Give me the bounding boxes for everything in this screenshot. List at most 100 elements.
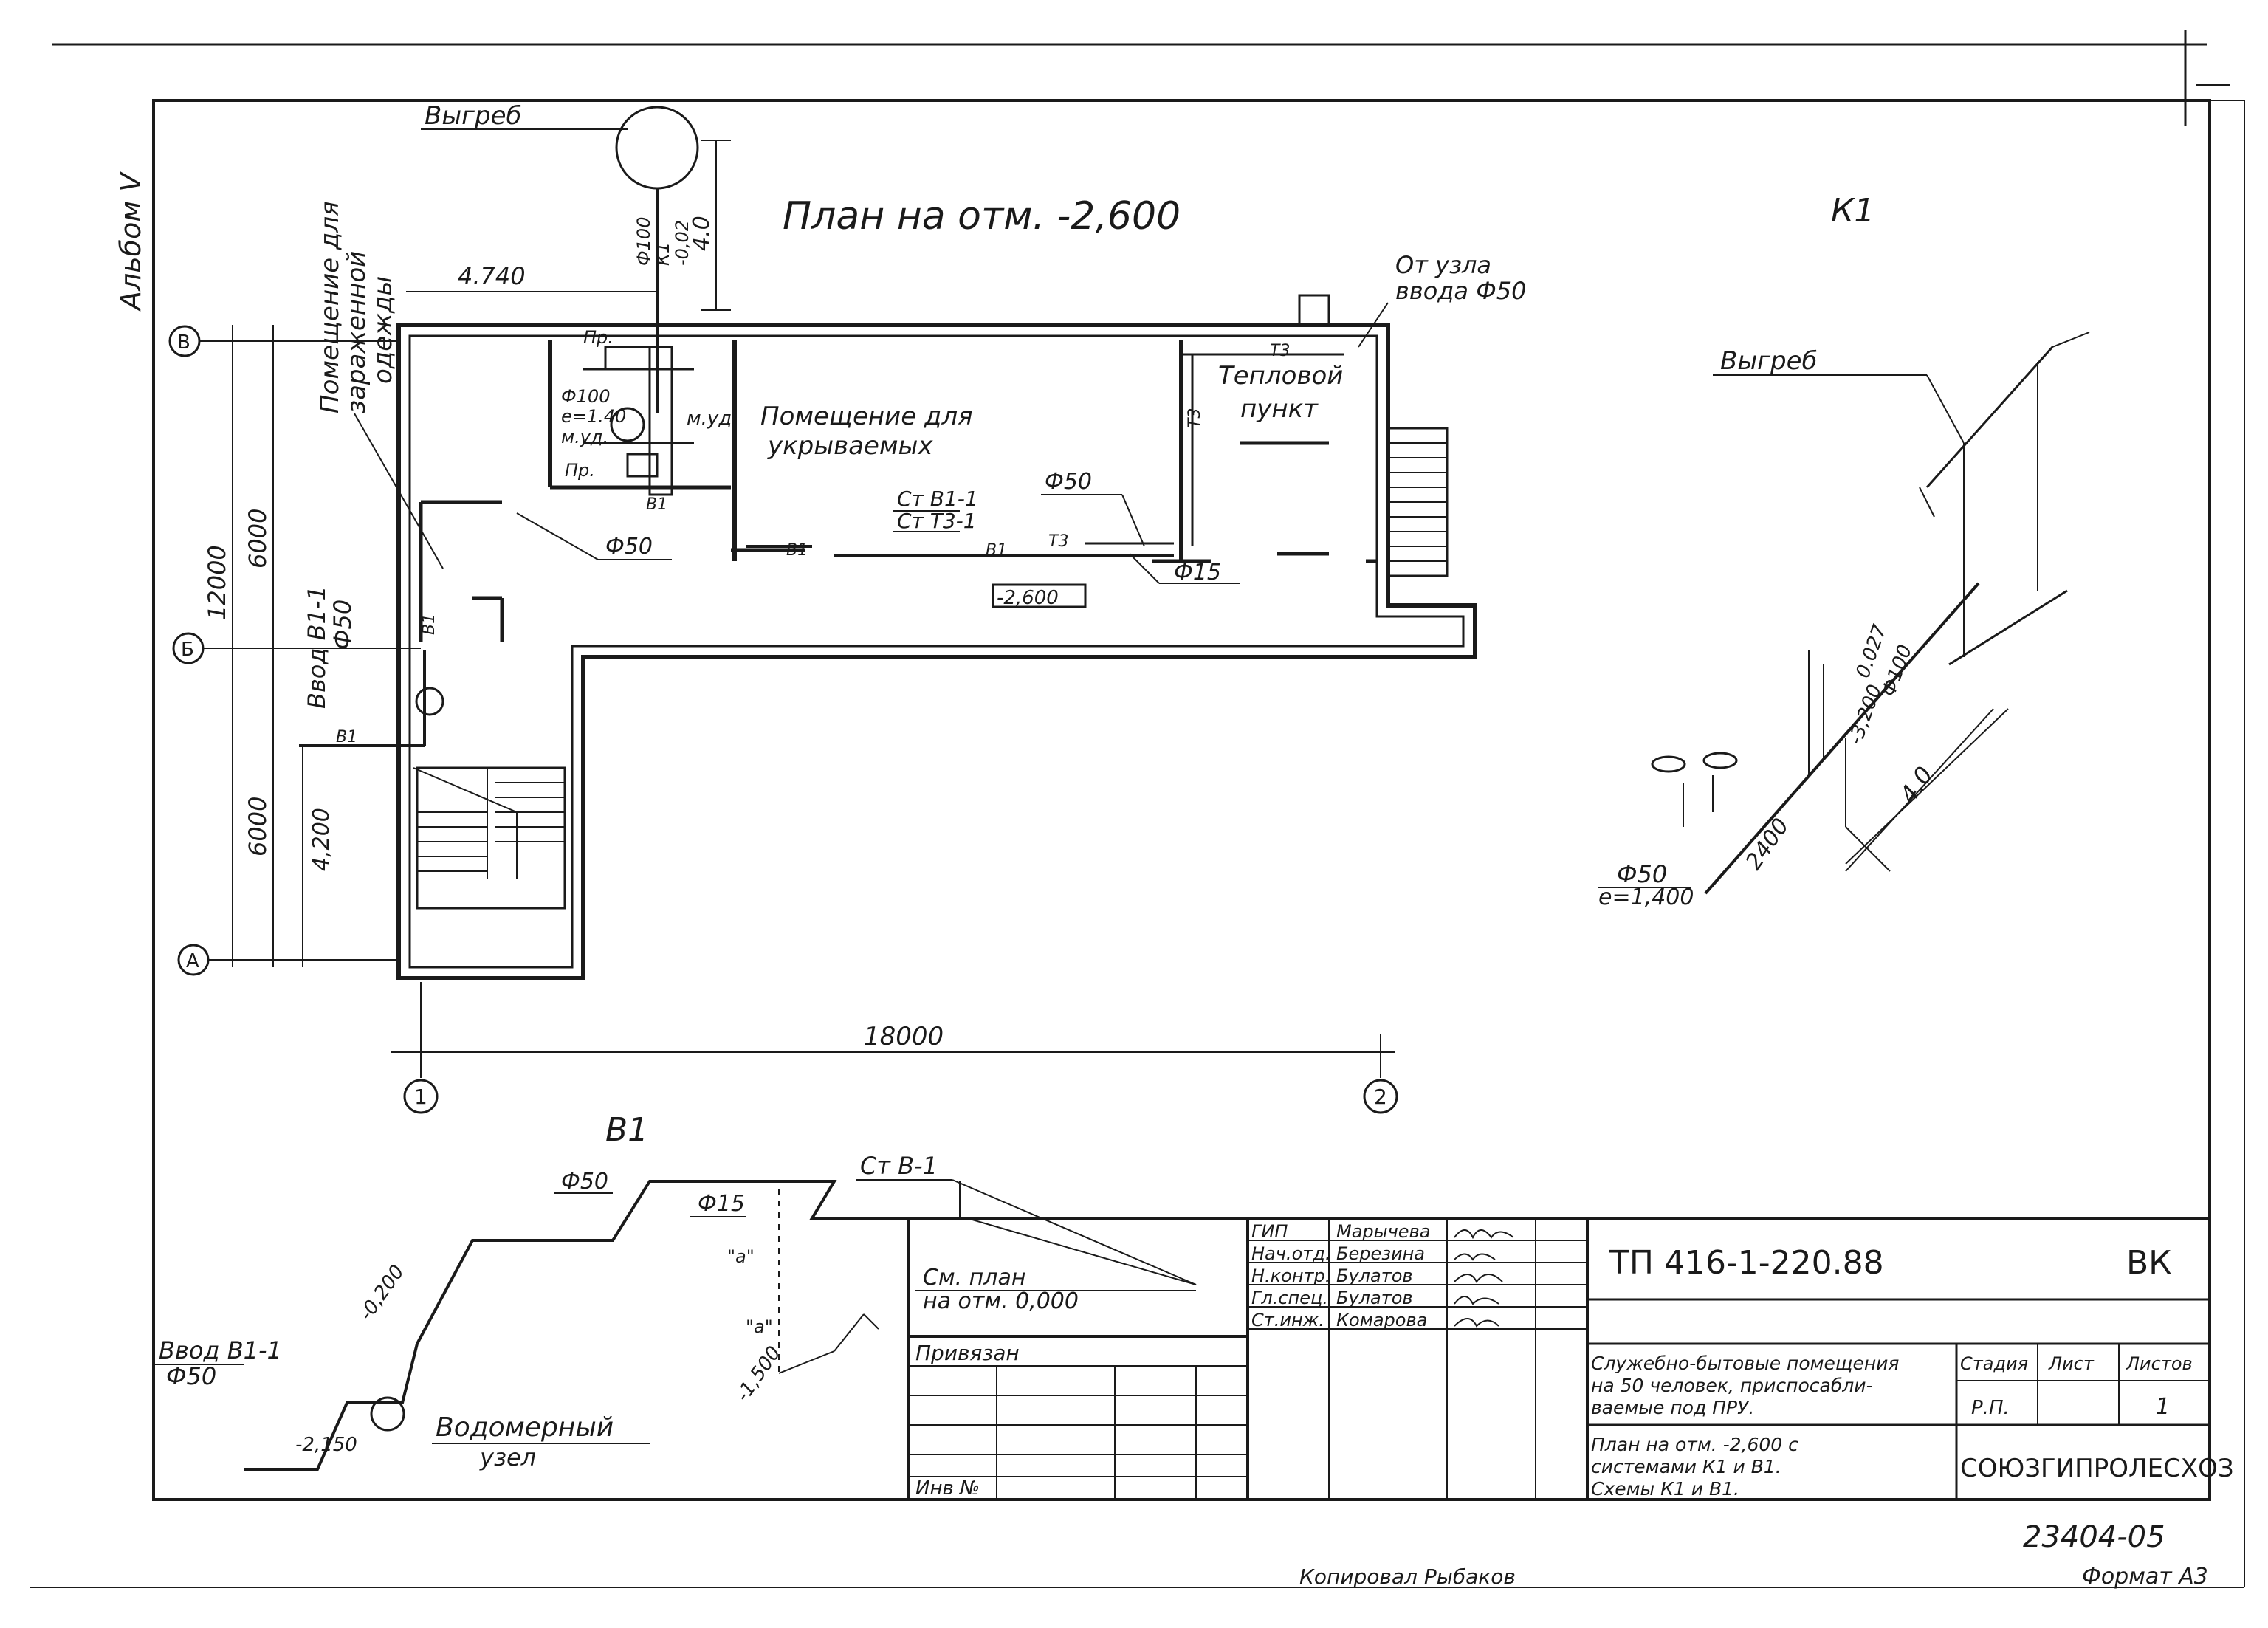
f50-label-a: Ф50 [1045,469,1092,495]
t3-label-a: Т3 [1270,342,1290,360]
doc-mark: ВК [2126,1244,2171,1282]
f50-label-b: Ф50 [605,534,653,560]
b1-label-5: В1 [420,614,439,635]
dim-4-0: 4.0 [689,216,715,251]
b1-label-3: В1 [986,541,1007,560]
inlet-meter [415,687,444,716]
pr-label-1: Пр. [583,327,614,348]
k1-level-3200: -3,200 [1844,681,1886,747]
stairs-right [1388,442,1447,562]
b1-label-1: В1 [646,495,667,514]
privyazan-label: Привязан [915,1341,1020,1365]
f50b-leader [516,512,599,560]
sheltered-room-label-2: укрываемых [767,431,933,461]
level-box [992,583,1087,608]
b1-label-2: В1 [786,541,808,560]
b1-inlet-f: Ф50 [166,1362,216,1390]
name-2: Булатов [1336,1265,1413,1286]
k1-pipe-level: -0,02 [672,220,693,266]
dim-18000: 18000 [864,1022,944,1051]
pipes-sheltered [746,353,1344,557]
dim-6000-bot: 6000 [244,797,272,856]
stage-value: Р.П. [1971,1397,2010,1419]
stv-label: Ст В1-1 [897,487,978,511]
doc-number: 23404-05 [2023,1520,2165,1554]
b1-level-2150: -2,150 [295,1434,357,1456]
b1-a-2: "а" [746,1316,773,1337]
axis-b: Б [181,639,194,661]
t3-label-b: Т3 [1186,408,1204,428]
cesspit-circle [615,106,699,190]
album-label: Альбом V [114,171,147,312]
k1-pipe-f100: Ф100 [633,217,654,266]
inlet-diameter: Ф50 [329,600,357,650]
dim-12000: 12000 [203,545,231,620]
f100-label: Ф100 [561,386,610,407]
k1-pipe-k1: К1 [653,242,673,266]
contaminated-room-label-3: одежды [368,276,398,384]
sheltered-room-label-1: Помещение для [760,402,973,431]
b1-level-0200: -0,200 [355,1261,409,1325]
axis-1-bubble [403,1079,439,1114]
see-plan-1: См. план [923,1265,1025,1291]
contaminated-room-label-2: зараженной [342,251,371,413]
drawing-frame [152,99,2211,1501]
role-0: ГИП [1251,1221,1288,1242]
org-name: СОЮЗГИПРОЛЕСХОЗ [1960,1454,2234,1483]
axis-1: 1 [414,1085,427,1109]
k1-f50: Ф50 [1617,860,1667,888]
project-code: ТП 416-1-220.88 [1609,1244,1884,1282]
b1-f15: Ф15 [698,1191,745,1217]
k1-pipe-iso [1651,582,1994,895]
k1-cesspit-label: Выгреб [1720,346,1818,376]
sheet-desc-3: Схемы К1 и В1. [1591,1478,1739,1500]
contaminated-room-label-1: Помещение для [315,201,345,413]
sheets-value: 1 [2156,1394,2170,1420]
b1-st: Ст В-1 [860,1152,938,1180]
desc-3: ваемые под ПРУ. [1591,1397,1754,1418]
from-node-2: ввода Ф50 [1395,277,1526,305]
sheet-desc-1: План на отм. -2,600 с [1591,1434,1798,1455]
mud-label-2: м.уд [687,408,732,430]
f15-label: Ф15 [1174,560,1221,585]
b1-label-4: В1 [336,728,357,746]
sheet-header: Лист [2048,1353,2095,1374]
format-label: Формат А3 [2082,1564,2208,1590]
b1-meter: Водомерный [436,1412,614,1443]
inv-label: Инв № [915,1477,980,1500]
sheet-desc-2: системами К1 и В1. [1591,1456,1781,1477]
f50a-leader [1121,494,1145,547]
b1-st-leader-1 [952,1179,1197,1285]
stage-header: Стадия [1960,1353,2028,1374]
b1-f50: Ф50 [561,1169,608,1195]
k1-dim-40: 4.0 [1894,761,1938,808]
axis-2: 2 [1374,1085,1387,1109]
dim-4200: 4,200 [309,808,334,871]
sheets-header: Листов [2126,1353,2193,1374]
axis-v: В [177,332,190,354]
desc-2: на 50 человек, приспосабли- [1591,1375,1872,1396]
mud-label-1: м.уд. [561,427,608,447]
heat-entry-box [1298,294,1330,326]
k1-title: К1 [1831,192,1874,230]
name-3: Булатов [1336,1288,1413,1308]
name-1: Березина [1336,1243,1425,1264]
stt-label: Ст Т3-1 [897,509,977,533]
copied-by: Копировал Рыбаков [1299,1565,1516,1589]
see-plan-2: на отм. 0,000 [923,1288,1079,1314]
heat-point-label-2: пункт [1240,394,1319,424]
t3-label-c: Т3 [1048,532,1068,551]
stairs-left [413,766,566,910]
axis-2-bubble [1363,1079,1398,1114]
role-1: Нач.отд. [1251,1243,1330,1264]
from-node-1: От узла [1395,251,1491,279]
k1-e: е=1,400 [1598,885,1694,910]
b1-level-1500: -1,500 [732,1342,786,1406]
b1-pipe-iso [244,1180,967,1471]
b1-a-1: "а" [727,1246,755,1267]
dim-6000-top: 6000 [244,509,272,569]
b1-st-leader-2 [966,1217,1197,1285]
sanitary-block [583,346,694,496]
desc-1: Служебно-бытовые помещения [1591,1353,1899,1374]
